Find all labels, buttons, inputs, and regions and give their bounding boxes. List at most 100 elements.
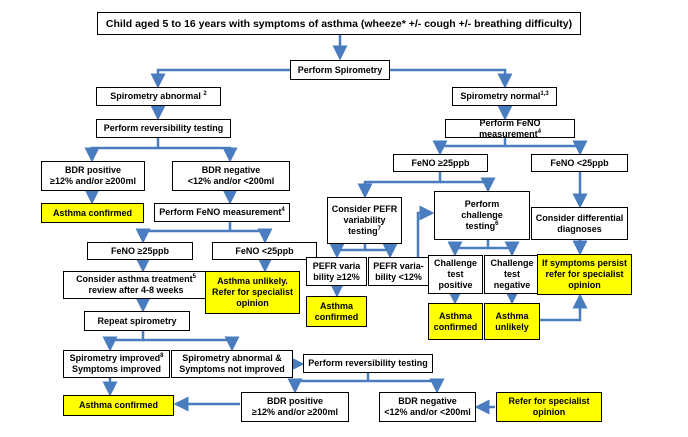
bdr-positive-label: BDR positive ≥12% and/or ≥200ml (50, 165, 136, 186)
spirometry-normal-text: Spirometry normal (460, 91, 541, 101)
arrow (390, 68, 513, 89)
arrow (357, 172, 442, 199)
asthma-unlikely-refer-box: Asthma unlikely. Refer for specialist op… (205, 271, 300, 314)
pefr-variability-label: Consider PEFR variability testing7 (332, 204, 398, 237)
challenge-testing-box: Perform challenge testing6 (434, 191, 530, 240)
footnote-ref: 6 (495, 221, 499, 227)
feno-measurement-abnormal-label: Perform FeNO measurement4 (159, 207, 284, 218)
asthma-unlikely-challenge-label: Asthma unlikely (495, 310, 529, 332)
arrow (143, 336, 240, 352)
footnote-ref: 4 (537, 128, 541, 135)
asthma-confirmed-pefr-label: Asthma confirmed (314, 300, 359, 322)
feno-low-abnormal-box: FeNO <25ppb (212, 242, 317, 260)
challenge-testing-text: Perform challenge testing (461, 199, 503, 231)
asthma-confirmed-challenge-box: Asthma confirmed (428, 303, 483, 340)
pefr-variability-text: Consider PEFR variability testing (331, 204, 398, 236)
arrow (230, 228, 273, 244)
spirometry-improved-text: Spirometry improved (69, 353, 161, 363)
challenge-positive-box: Challenge test positive (428, 255, 483, 294)
title-box: Child aged 5 to 16 years with symptoms o… (97, 12, 581, 35)
spirometry-normal-label: Spirometry normal1,3 (460, 91, 548, 102)
feno-high-abnormal-box: FeNO ≥25ppb (87, 242, 193, 260)
footnote-ref: 7 (377, 226, 381, 232)
title-label: Child aged 5 to 16 years with symptoms o… (105, 17, 573, 30)
differential-diagnoses-label: Consider differential diagnoses (535, 212, 624, 234)
bdr-negative-box: BDR negative <12% and/or <200ml (172, 161, 290, 191)
arrow (540, 293, 588, 322)
asthma-unlikely-refer-label: Asthma unlikely. Refer for specialist op… (211, 276, 294, 308)
arrow (440, 177, 496, 193)
asthma-unlikely-challenge-box: Asthma unlikely (484, 303, 540, 340)
reversibility-testing-2-label: Perform reversibility testing (308, 358, 428, 368)
arrow (329, 243, 367, 259)
spirometry-abnormal-text: Spirometry abnormal (110, 91, 201, 101)
spirometry-normal-box: Spirometry normal1,3 (452, 87, 557, 106)
asthma-confirmed-box: Asthma confirmed (41, 203, 144, 223)
arrow (287, 373, 370, 394)
asthma-confirmed-pefr-box: Asthma confirmed (306, 296, 367, 327)
arrow (368, 378, 445, 394)
asthma-treatment-label: Consider asthma treatment5 review after … (76, 274, 196, 296)
arrow (102, 331, 145, 352)
refer-specialist-label: Refer for specialist opinion (508, 396, 590, 417)
spirometry-not-improved-label: Spirometry abnormal & Symptoms not impro… (179, 353, 285, 374)
feno-measurement-normal-box: Perform FeNO measurement4 (445, 118, 575, 140)
footnote-ref: 4 (281, 207, 285, 213)
perform-spirometry-label: Perform Spirometry (297, 64, 383, 75)
arrow (365, 243, 398, 259)
symptoms-persist-label: If symptoms persist refer for specialist… (541, 258, 628, 290)
bdr-negative-2-label: BDR negative <12% and/or <200ml (384, 396, 471, 417)
bdr-negative-label: BDR negative <12% and/or <200ml (187, 165, 275, 186)
arrow (135, 222, 232, 244)
bdr-positive-2-box: BDR positive ≥12% and/or ≥200ml (241, 392, 349, 422)
bdr-positive-2-label: BDR positive ≥12% and/or ≥200ml (252, 396, 338, 417)
feno-low-normal-box: FeNO <25ppb (531, 154, 628, 172)
asthma-treatment-box: Consider asthma treatment5 review after … (63, 271, 209, 299)
pefr-high-label: PEFR varia bility ≥12% (312, 260, 361, 282)
pefr-high-box: PEFR varia bility ≥12% (306, 257, 367, 286)
asthma-confirmed-label: Asthma confirmed (52, 207, 132, 218)
pefr-variability-box: Consider PEFR variability testing7 (327, 197, 402, 244)
perform-spirometry-box: Perform Spirometry (290, 60, 390, 80)
feno-measurement-abnormal-text: Perform FeNO measurement (159, 207, 282, 217)
asthma-confirmed-2-box: Asthma confirmed (63, 395, 174, 416)
reversibility-testing-2-box: Perform reversibility testing (303, 354, 433, 373)
footnote-ref: 8 (160, 353, 164, 359)
asthma-treatment-review: review after 4-8 weeks (88, 285, 184, 295)
spirometry-not-improved-box: Spirometry abnormal & Symptoms not impro… (171, 350, 293, 378)
arrow (432, 138, 507, 156)
repeat-spirometry-box: Repeat spirometry (84, 311, 190, 331)
arrow (158, 146, 238, 163)
pefr-low-box: PEFR varia- bility <12% (368, 257, 429, 286)
arrow (447, 240, 490, 257)
challenge-positive-label: Challenge test positive (433, 258, 477, 290)
arrow (150, 68, 290, 89)
refer-specialist-box: Refer for specialist opinion (496, 392, 602, 422)
arrow (84, 138, 160, 163)
symptoms-improved-text: Symptoms improved (71, 364, 162, 374)
spirometry-abnormal-label: Spirometry abnormal 2 (110, 91, 206, 102)
feno-low-normal-label: FeNO <25ppb (550, 157, 609, 168)
challenge-negative-label: Challenge test negative (490, 258, 534, 290)
spirometry-improved-label: Spirometry improved8 Symptoms improved (70, 353, 164, 375)
asthma-confirmed-2-label: Asthma confirmed (78, 400, 158, 410)
footnote-ref: 2 (203, 91, 207, 97)
challenge-testing-label: Perform challenge testing6 (461, 199, 503, 232)
challenge-negative-box: Challenge test negative (484, 255, 540, 294)
asthma-confirmed-challenge-label: Asthma confirmed (433, 310, 478, 332)
feno-measurement-abnormal-box: Perform FeNO measurement4 (154, 203, 290, 222)
footnote-ref: 1,3 (540, 91, 549, 97)
bdr-positive-box: BDR positive ≥12% and/or ≥200ml (41, 161, 145, 191)
feno-measurement-normal-label: Perform FeNO measurement4 (448, 118, 572, 140)
repeat-spirometry-label: Repeat spirometry (97, 315, 177, 326)
bdr-negative-2-box: BDR negative <12% and/or <200ml (379, 392, 476, 422)
pefr-low-label: PEFR varia- bility <12% (373, 260, 424, 282)
arrow (505, 140, 588, 156)
spirometry-abnormal-box: Spirometry abnormal 2 (96, 87, 221, 106)
asthma-treatment-text: Consider asthma treatment (76, 274, 193, 284)
reversibility-testing-box: Perform reversibility testing (96, 119, 231, 138)
arrow (488, 241, 520, 257)
feno-high-normal-label: FeNO ≥25ppb (411, 157, 470, 168)
